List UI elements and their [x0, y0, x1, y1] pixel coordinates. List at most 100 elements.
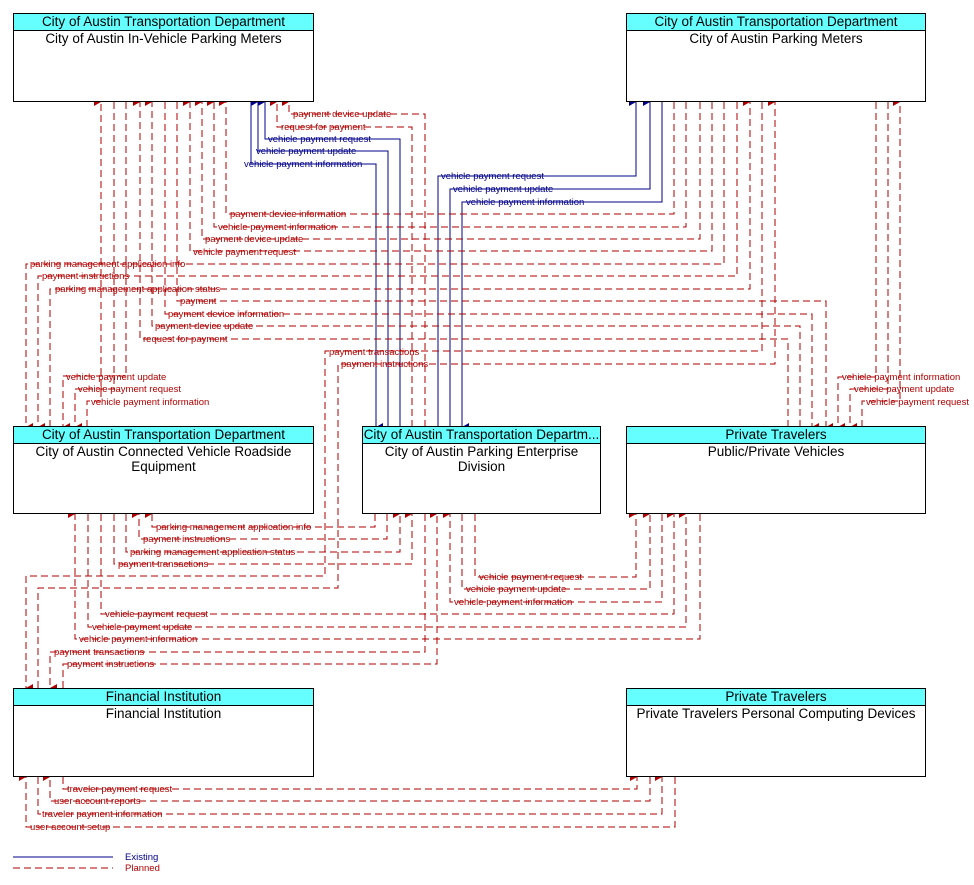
- node-header: City of Austin Transportation Departm...: [363, 427, 600, 444]
- node-public-private-vehicles[interactable]: Private Travelers Public/Private Vehicle…: [626, 426, 926, 514]
- flow-label: request for payment: [143, 334, 228, 345]
- flow-line-planned: [86, 98, 102, 427]
- flow-label: payment device update: [293, 109, 391, 120]
- flow-line-planned: [837, 102, 877, 431]
- flow-label: payment device information: [230, 209, 346, 220]
- flow-line-planned: [145, 510, 376, 528]
- flow-label: vehicle payment information: [454, 597, 572, 608]
- node-title: City of Austin Connected Vehicle Roadsid…: [35, 444, 292, 474]
- flow-line-planned: [87, 510, 687, 628]
- flow-label: payment instructions: [341, 359, 428, 370]
- flow-line-planned: [145, 98, 801, 427]
- node-header: City of Austin Transportation Department: [14, 14, 313, 31]
- flow-line-planned: [19, 773, 676, 828]
- node-title: Private Travelers Personal Computing Dev…: [636, 706, 916, 721]
- flow-label: payment transactions: [54, 647, 145, 658]
- flow-label: vehicle payment information: [79, 634, 197, 645]
- flow-label: payment instructions: [67, 659, 154, 670]
- flow-label: payment transactions: [329, 347, 420, 358]
- flow-line-planned: [219, 98, 675, 215]
- flow-line-planned: [62, 102, 127, 431]
- node-header: Financial Institution: [14, 689, 313, 706]
- flow-label: payment instructions: [143, 534, 230, 545]
- flow-line-planned: [100, 510, 675, 615]
- node-header: Private Travelers: [627, 427, 925, 444]
- flow-line-existing: [449, 98, 651, 427]
- flow-label: traveler payment information: [42, 809, 162, 820]
- flow-line-planned: [49, 514, 426, 692]
- node-header: City of Austin Transportation Department: [14, 427, 313, 444]
- legend-existing-label: Existing: [125, 852, 158, 863]
- node-title: City of Austin Parking Enterprise Divisi…: [384, 444, 579, 474]
- flow-label: user account reports: [54, 796, 141, 807]
- legend-planned-label: Planned: [125, 863, 160, 874]
- flow-line-planned: [195, 98, 701, 240]
- flow-label: payment: [180, 296, 217, 307]
- flow-line-planned: [37, 98, 776, 688]
- flow-label: traveler payment request: [67, 784, 172, 795]
- flow-label: payment transactions: [118, 559, 209, 570]
- flow-line-planned: [113, 510, 413, 565]
- flow-line-planned: [176, 102, 833, 431]
- flow-label: parking management application status: [130, 547, 296, 558]
- flow-label: vehicle payment information: [842, 372, 960, 383]
- flow-line-planned: [270, 98, 413, 427]
- node-personal-computing-devices[interactable]: Private Travelers Private Travelers Pers…: [626, 688, 926, 777]
- flow-label: vehicle payment update: [256, 146, 356, 157]
- node-in-vehicle-parking-meters[interactable]: City of Austin Transportation Department…: [13, 13, 314, 102]
- flow-label: vehicle payment request: [479, 572, 582, 583]
- flow-line-planned: [62, 510, 438, 688]
- flow-line-planned: [282, 98, 426, 427]
- flow-label: vehicle payment request: [268, 134, 371, 145]
- flow-line-planned: [133, 98, 789, 427]
- flow-label: vehicle payment request: [78, 384, 181, 395]
- flow-label: vehicle payment request: [193, 247, 296, 258]
- flow-label: vehicle payment update: [66, 372, 166, 383]
- flow-line-existing: [258, 98, 401, 427]
- flow-label: vehicle payment information: [91, 397, 209, 408]
- flow-label: payment device information: [168, 309, 284, 320]
- flow-line-planned: [62, 773, 638, 790]
- flow-line-planned: [125, 510, 401, 553]
- node-title: Public/Private Vehicles: [707, 444, 845, 459]
- flow-line-planned: [443, 510, 663, 603]
- flow-label: parking management application info: [30, 259, 185, 270]
- flow-label: vehicle payment information: [466, 197, 584, 208]
- flow-line-planned: [474, 510, 637, 578]
- flow-line-planned: [37, 102, 738, 431]
- flow-line-planned: [25, 102, 763, 692]
- flow-label: vehicle payment request: [105, 609, 208, 620]
- flow-label: vehicle payment update: [466, 584, 566, 595]
- flow-line-planned: [25, 102, 725, 431]
- flow-line-planned: [74, 102, 115, 431]
- flow-label: parking management application status: [55, 284, 221, 295]
- node-title: City of Austin In-Vehicle Parking Meters: [45, 31, 282, 46]
- node-parking-enterprise-division[interactable]: City of Austin Transportation Departm...…: [362, 426, 601, 514]
- node-financial-institution[interactable]: Financial Institution Financial Institut…: [13, 688, 314, 777]
- node-parking-meters[interactable]: City of Austin Transportation Department…: [626, 13, 926, 102]
- flow-line-existing: [437, 98, 637, 427]
- flow-line-planned: [849, 102, 889, 431]
- flow-label: vehicle payment update: [92, 622, 192, 633]
- flow-line-planned: [861, 98, 901, 427]
- flow-label: parking management application info: [156, 522, 311, 533]
- node-header: Private Travelers: [627, 689, 925, 706]
- flow-line-planned: [49, 98, 751, 427]
- node-title: City of Austin Parking Meters: [689, 31, 863, 46]
- flow-line-planned: [183, 98, 713, 252]
- flow-label: request for payment: [281, 122, 366, 133]
- flow-label: payment device update: [205, 234, 303, 245]
- flow-label: vehicle payment information: [244, 159, 362, 170]
- flow-label: user account setup: [30, 822, 110, 833]
- flow-label: vehicle payment information: [218, 222, 336, 233]
- node-title: Financial Institution: [105, 706, 222, 721]
- flow-label: vehicle payment update: [453, 184, 553, 195]
- node-connected-vehicle-roadside-equipment[interactable]: City of Austin Transportation Department…: [13, 426, 314, 514]
- flow-label: vehicle payment request: [441, 171, 544, 182]
- flow-line-planned: [461, 510, 651, 590]
- flow-label: payment instructions: [42, 271, 129, 282]
- node-header: City of Austin Transportation Department: [627, 14, 925, 31]
- flow-label: vehicle payment request: [866, 397, 969, 408]
